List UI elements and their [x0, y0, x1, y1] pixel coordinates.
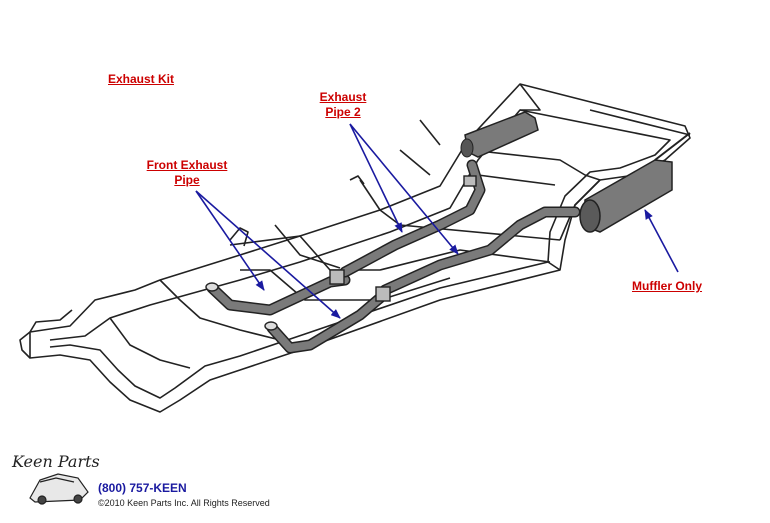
keen-parts-logo-car [29, 473, 89, 505]
callout-arrows [195, 123, 679, 319]
front-exhaust-pipe-link[interactable]: Front Exhaust Pipe [143, 158, 231, 188]
arrow-front-pipe-2 [195, 190, 341, 319]
front-exhaust-line2: Pipe [174, 173, 200, 187]
keen-parts-logo: Keen Parts [12, 452, 100, 471]
exhaust-pipe2-line2: Pipe 2 [325, 105, 361, 119]
arrow-pipe2-2 [349, 123, 459, 255]
phone-number: (800) 757-KEEN [98, 481, 187, 495]
muffler-only-link[interactable]: Muffler Only [632, 279, 703, 293]
rear-muffler [579, 132, 691, 233]
front-muffler [460, 111, 539, 158]
pipe-flanges [205, 175, 477, 331]
exhaust-kit-link[interactable]: Exhaust Kit [108, 72, 175, 86]
exhaust-pipes [206, 159, 581, 354]
arrow-muffler [644, 209, 679, 273]
copyright-notice: ©2010 Keen Parts Inc. All Rights Reserve… [98, 498, 270, 508]
exhaust-pipe2-line1: Exhaust [319, 90, 367, 104]
arrow-pipe2-1 [349, 123, 403, 233]
exhaust-pipe-2-link[interactable]: Exhaust Pipe 2 [314, 90, 372, 120]
arrow-front-pipe-1 [195, 190, 265, 291]
front-exhaust-line1: Front Exhaust [146, 158, 228, 172]
